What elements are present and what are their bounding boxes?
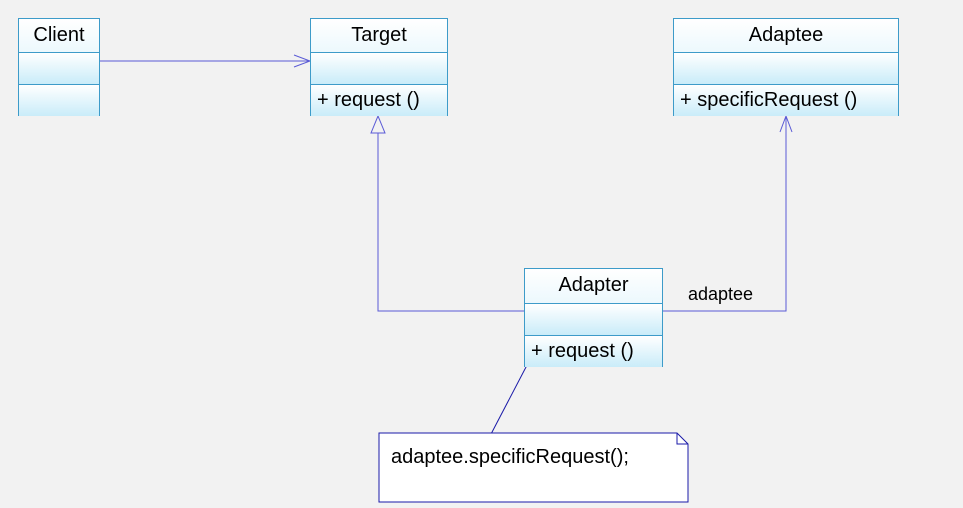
- code-note[interactable]: adaptee.specificRequest();: [379, 433, 688, 502]
- target-operation-request: + request (): [317, 89, 420, 111]
- adaptee-operation-specific-request: + specificRequest (): [680, 89, 858, 111]
- adapter-operations-compartment: + request (): [525, 335, 662, 367]
- note-text: adaptee.specificRequest();: [391, 446, 629, 468]
- client-class[interactable]: Client: [18, 18, 100, 116]
- adapter-target-generalization: [377, 133, 524, 312]
- adapter-class-name: Adapter: [558, 274, 629, 296]
- client-attributes-compartment: [19, 52, 99, 84]
- adaptee-class[interactable]: Adaptee + specificRequest (): [673, 18, 899, 116]
- adaptee-arrowhead: [779, 114, 793, 133]
- adapter-class[interactable]: Adapter + request (): [524, 268, 663, 367]
- target-class[interactable]: Target + request (): [310, 18, 448, 116]
- adapter-operation-request: + request (): [531, 340, 634, 362]
- client-operations-compartment: [19, 84, 99, 116]
- adaptee-class-name: Adaptee: [748, 24, 824, 46]
- target-class-name: Target: [351, 24, 407, 46]
- adaptee-attributes-compartment: [674, 52, 898, 84]
- adapter-adaptee-association: [662, 116, 787, 312]
- note-shape: [378, 432, 689, 503]
- association-role-label: adaptee: [688, 284, 754, 304]
- client-class-name: Client: [33, 24, 85, 46]
- note-fold: [676, 433, 688, 445]
- adaptee-operations-compartment: + specificRequest (): [674, 84, 898, 116]
- adapter-attributes-compartment: [525, 303, 662, 335]
- generalization-arrowhead: [370, 114, 386, 134]
- target-operations-compartment: + request (): [311, 84, 447, 116]
- target-attributes-compartment: [311, 52, 447, 84]
